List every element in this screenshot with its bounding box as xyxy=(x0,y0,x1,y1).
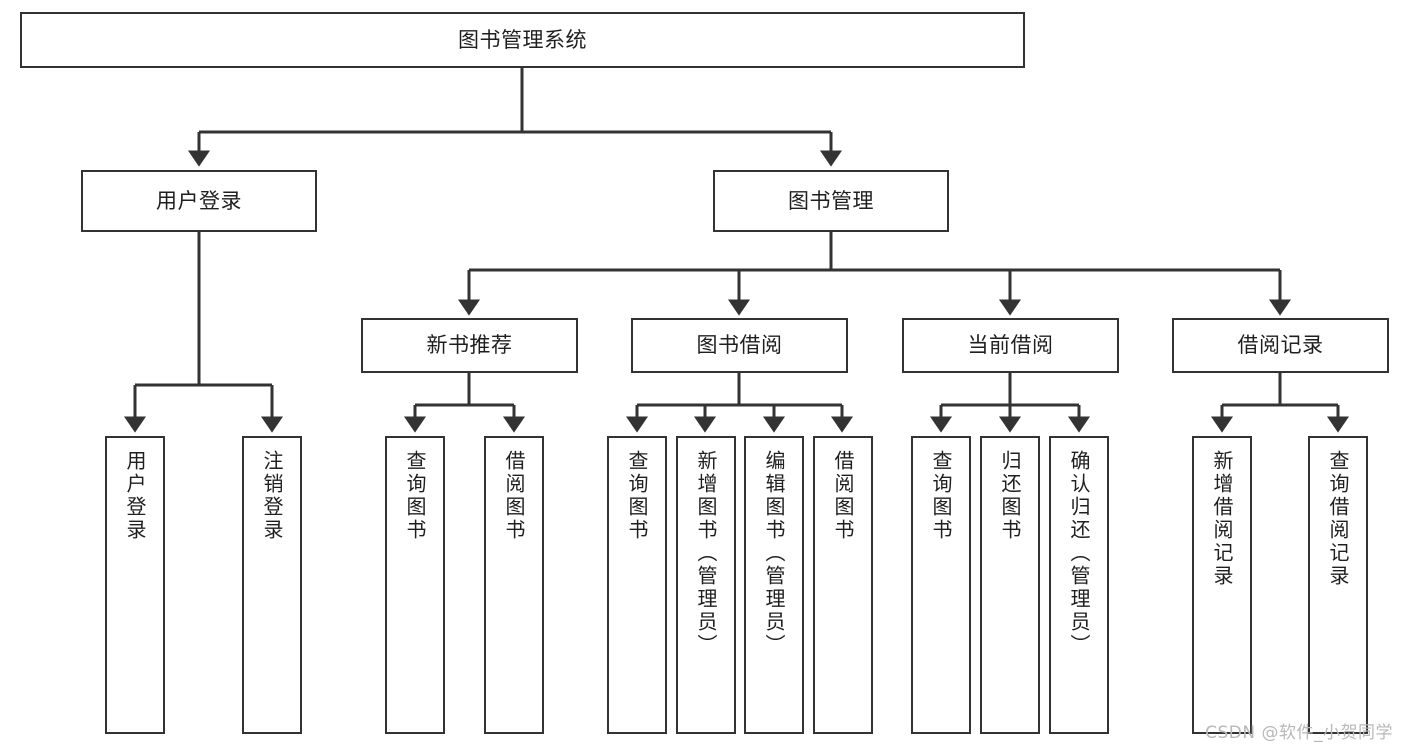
node-current-borrowing[interactable]: 当前借阅 xyxy=(902,318,1119,373)
leaf-book-borrow-borrow[interactable]: 借阅图书 xyxy=(813,436,873,734)
leaf-book-borrow-edit-admin[interactable]: 编辑图书（管理员） xyxy=(744,436,804,734)
node-label: 借阅图书 xyxy=(831,450,855,542)
leaf-current-borrow-return[interactable]: 归还图书 xyxy=(980,436,1040,734)
node-label: 用户登录 xyxy=(156,188,242,213)
node-new-book-recommendation[interactable]: 新书推荐 xyxy=(361,318,578,373)
node-label: 确认归还（管理员） xyxy=(1067,450,1091,657)
node-label: 查询借阅记录 xyxy=(1326,450,1350,588)
node-label: 借阅图书 xyxy=(502,450,526,542)
node-label: 图书借阅 xyxy=(696,333,783,358)
leaf-book-borrow-add-admin[interactable]: 新增图书（管理员） xyxy=(676,436,736,734)
node-label: 新书推荐 xyxy=(426,333,513,358)
node-label: 归还图书 xyxy=(998,450,1022,542)
leaf-user-login-logout[interactable]: 注销登录 xyxy=(242,436,302,734)
node-borrowing-records[interactable]: 借阅记录 xyxy=(1172,318,1389,373)
node-label: 图书管理系统 xyxy=(458,27,587,52)
node-book-borrowing[interactable]: 图书借阅 xyxy=(631,318,848,373)
node-label: 当前借阅 xyxy=(967,333,1054,358)
leaf-new-book-borrow[interactable]: 借阅图书 xyxy=(484,436,544,734)
leaf-book-borrow-query[interactable]: 查询图书 xyxy=(607,436,667,734)
node-user-login[interactable]: 用户登录 xyxy=(81,170,317,232)
node-label: 查询图书 xyxy=(625,450,649,542)
leaf-borrow-record-add[interactable]: 新增借阅记录 xyxy=(1192,436,1252,734)
csdn-watermark: CSDN @软件_小贺同学 xyxy=(1205,723,1393,743)
leaf-current-borrow-confirm-admin[interactable]: 确认归还（管理员） xyxy=(1049,436,1109,734)
node-label: 编辑图书（管理员） xyxy=(762,450,786,657)
node-label: 新增图书（管理员） xyxy=(694,450,718,657)
node-label: 用户登录 xyxy=(123,450,147,542)
node-label: 新增借阅记录 xyxy=(1210,450,1234,588)
leaf-current-borrow-query[interactable]: 查询图书 xyxy=(911,436,971,734)
node-book-management[interactable]: 图书管理 xyxy=(713,170,949,232)
node-label: 借阅记录 xyxy=(1237,333,1324,358)
leaf-user-login-login[interactable]: 用户登录 xyxy=(105,436,165,734)
node-root-book-management-system[interactable]: 图书管理系统 xyxy=(20,12,1025,68)
node-label: 查询图书 xyxy=(403,450,427,542)
node-label: 图书管理 xyxy=(788,188,874,213)
leaf-new-book-query[interactable]: 查询图书 xyxy=(385,436,445,734)
node-label: 查询图书 xyxy=(929,450,953,542)
node-label: 注销登录 xyxy=(260,450,284,542)
leaf-borrow-record-query[interactable]: 查询借阅记录 xyxy=(1308,436,1368,734)
